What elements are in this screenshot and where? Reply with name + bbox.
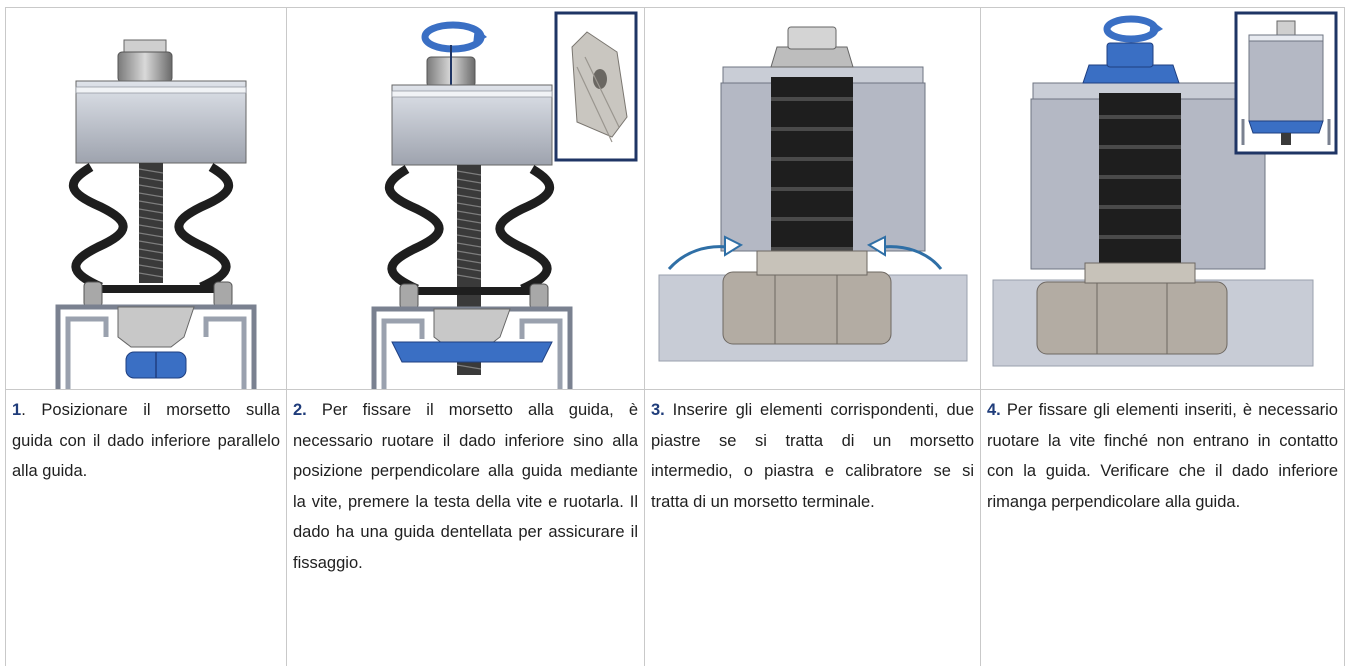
step-1-illustration xyxy=(6,7,286,389)
step-text: Per fissare il morsetto alla guida, è ne… xyxy=(293,401,638,572)
step-1-description: 1. Posizionare il morsetto sulla guida c… xyxy=(6,390,286,666)
step-2-illustration xyxy=(287,7,644,389)
table-top-border xyxy=(5,7,1345,8)
step-number-separator: . xyxy=(21,401,26,419)
column-divider-2 xyxy=(644,7,645,666)
nut-detail-inset xyxy=(554,11,638,162)
step-text: Per fissare gli elementi inseriti, è nec… xyxy=(987,401,1338,511)
step-4-illustration xyxy=(981,7,1344,389)
column-divider-1 xyxy=(286,7,287,666)
nut-orientation-inset xyxy=(1234,11,1338,155)
instruction-table: 1. Posizionare il morsetto sulla guida c… xyxy=(5,7,1345,666)
row-divider xyxy=(5,389,1345,390)
step-number: 3. xyxy=(651,401,665,419)
step-number: 2. xyxy=(293,401,307,419)
step-number: 4. xyxy=(987,401,1001,419)
element-tightening-illustration xyxy=(992,11,1338,367)
rotate-arrow-icon xyxy=(421,21,487,53)
step-text: Inserire gli elementi corrispondenti, du… xyxy=(651,401,974,511)
clamp-parallel-illustration xyxy=(55,39,257,389)
table-left-border xyxy=(5,7,6,666)
step-2-description: 2. Per fissare il morsetto alla guida, è… xyxy=(287,390,644,666)
insert-arrow-icon xyxy=(667,235,943,271)
step-3-illustration xyxy=(645,7,980,389)
rotate-arrow-icon xyxy=(1103,15,1163,43)
step-4-description: 4. Per fissare gli elementi inseriti, è … xyxy=(981,390,1344,666)
clamp-rotation-illustration xyxy=(371,11,638,389)
element-insertion-illustration xyxy=(658,26,968,362)
table-right-border xyxy=(1344,7,1345,666)
column-divider-3 xyxy=(980,7,981,666)
step-number: 1 xyxy=(12,401,22,419)
step-3-description: 3. Inserire gli elementi corrispondenti,… xyxy=(645,390,980,666)
step-text: Posizionare il morsetto sulla guida con … xyxy=(12,401,280,480)
